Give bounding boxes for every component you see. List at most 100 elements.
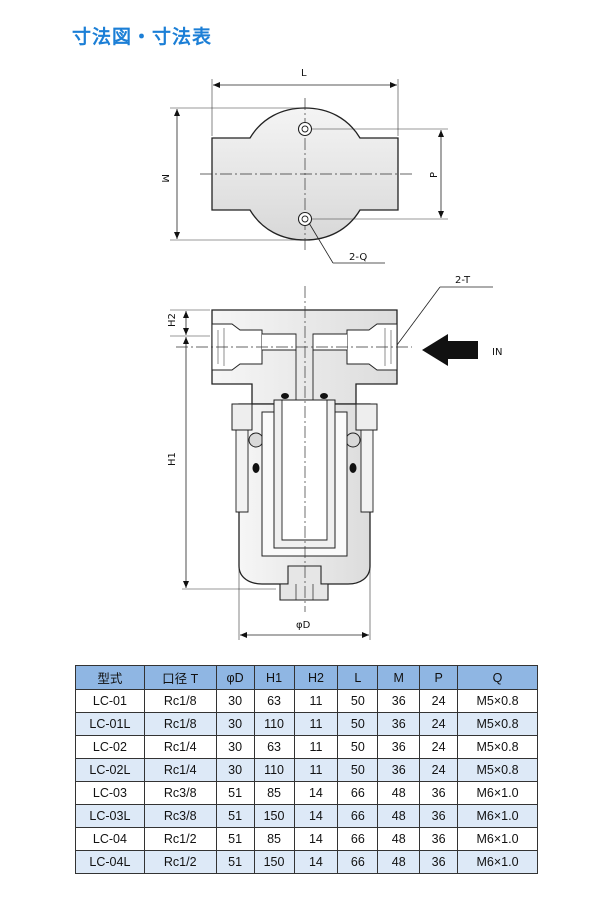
cell-l: 66 [337, 827, 379, 851]
header-h2: H2 [293, 665, 339, 690]
cell-l: 50 [337, 712, 379, 736]
cell-phi-d: 51 [215, 827, 255, 851]
dim-label-phi-d: φD [296, 620, 311, 631]
header-q: Q [457, 665, 538, 690]
cell-port-size: Rc1/8 [143, 712, 217, 736]
cell-p: 24 [419, 712, 459, 736]
cell-l: 66 [337, 850, 379, 874]
cell-q: M6×1.0 [457, 804, 538, 828]
header-h1: H1 [253, 665, 295, 690]
inflow-arrow-icon [422, 334, 478, 366]
o-ring-icon [349, 463, 357, 473]
cell-port-size: Rc1/4 [143, 758, 217, 782]
cell-phi-d: 51 [215, 781, 255, 805]
callout-2-t: 2-T [455, 275, 471, 286]
cell-h2: 14 [293, 804, 339, 828]
page-title: 寸法図・寸法表 [72, 26, 213, 48]
cell-h2: 14 [293, 827, 339, 851]
o-ring-icon [320, 393, 328, 399]
cell-h1: 63 [253, 689, 295, 713]
cell-q: M6×1.0 [457, 827, 538, 851]
cell-q: M6×1.0 [457, 781, 538, 805]
callout-2-q: 2-Q [349, 252, 367, 263]
header-l: L [337, 665, 379, 690]
dim-label-m: M [159, 174, 170, 183]
cell-phi-d: 30 [215, 689, 255, 713]
cell-model: LC-04L [75, 850, 145, 874]
cell-h1: 150 [253, 804, 295, 828]
dim-label-h2: H2 [167, 313, 178, 327]
header-p: P [419, 665, 459, 690]
header-port-size: 口径 T [143, 665, 217, 690]
cell-phi-d: 30 [215, 735, 255, 759]
cell-model: LC-02 [75, 735, 145, 759]
cell-m: 48 [377, 850, 421, 874]
cell-port-size: Rc1/2 [143, 850, 217, 874]
dim-label-h1: H1 [167, 452, 178, 466]
cell-p: 24 [419, 758, 459, 782]
cell-h2: 11 [293, 758, 339, 782]
cell-port-size: Rc1/8 [143, 689, 217, 713]
cell-m: 36 [377, 689, 421, 713]
cell-l: 50 [337, 735, 379, 759]
cell-q: M5×0.8 [457, 735, 538, 759]
cell-phi-d: 51 [215, 804, 255, 828]
cell-h1: 85 [253, 827, 295, 851]
cell-m: 36 [377, 712, 421, 736]
drain-plug [279, 565, 329, 601]
mounting-hole-icon [297, 121, 313, 137]
cell-l: 50 [337, 758, 379, 782]
cell-l: 50 [337, 689, 379, 713]
cell-m: 48 [377, 781, 421, 805]
cell-p: 24 [419, 689, 459, 713]
cell-port-size: Rc1/2 [143, 827, 217, 851]
cell-model: LC-03L [75, 804, 145, 828]
cell-model: LC-04 [75, 827, 145, 851]
o-ring-icon [252, 463, 260, 473]
cell-phi-d: 51 [215, 850, 255, 874]
cell-q: M5×0.8 [457, 689, 538, 713]
dim-label-l: L [301, 68, 307, 79]
cell-m: 36 [377, 758, 421, 782]
cell-p: 36 [419, 781, 459, 805]
header-phi-d: φD [215, 665, 255, 690]
cell-model: LC-02L [75, 758, 145, 782]
cell-p: 24 [419, 735, 459, 759]
cell-h1: 110 [253, 758, 295, 782]
top-view: L M P 2-Q [159, 68, 448, 264]
cell-h2: 11 [293, 735, 339, 759]
dim-label-p: P [429, 172, 440, 178]
cell-h2: 11 [293, 689, 339, 713]
cell-l: 66 [337, 804, 379, 828]
cell-h1: 63 [253, 735, 295, 759]
cell-m: 36 [377, 735, 421, 759]
front-view: H2 H1 φD 2-T IN [167, 275, 502, 640]
cell-port-size: Rc3/8 [143, 804, 217, 828]
cell-phi-d: 30 [215, 712, 255, 736]
cell-h1: 85 [253, 781, 295, 805]
cell-m: 48 [377, 827, 421, 851]
mounting-hole-icon [297, 211, 313, 227]
cell-l: 66 [337, 781, 379, 805]
cell-model: LC-01 [75, 689, 145, 713]
cell-model: LC-03 [75, 781, 145, 805]
cell-p: 36 [419, 827, 459, 851]
lock-ball-icon [248, 432, 264, 448]
cell-q: M5×0.8 [457, 758, 538, 782]
cell-m: 48 [377, 804, 421, 828]
cell-model: LC-01L [75, 712, 145, 736]
header-model: 型式 [75, 665, 145, 690]
cell-port-size: Rc3/8 [143, 781, 217, 805]
cell-port-size: Rc1/4 [143, 735, 217, 759]
lock-ball-icon [345, 432, 361, 448]
cell-h2: 14 [293, 850, 339, 874]
cell-h2: 14 [293, 781, 339, 805]
